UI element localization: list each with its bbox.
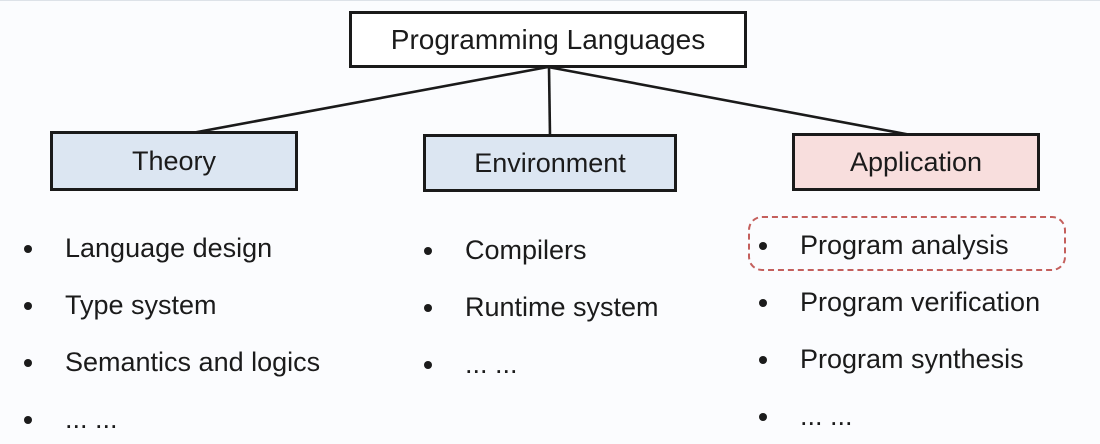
list-item-label: ... ... (65, 404, 118, 434)
environment-node-label: Environment (474, 147, 626, 178)
application-node-label: Application (849, 146, 983, 177)
bullet-icon (424, 246, 432, 255)
list-item-label: Runtime system (465, 292, 659, 322)
bullet-icon (424, 303, 432, 312)
list-item: ... ... (420, 336, 659, 393)
bullet-icon (24, 415, 32, 424)
list-item-highlighted: Program analysis (755, 217, 1040, 274)
list-item: ... ... (755, 388, 1040, 444)
list-item: Type system (20, 277, 320, 334)
root-node-label: Programming Languages (390, 23, 706, 55)
bullet-icon (759, 355, 767, 364)
branch-node-environment: Environment (423, 134, 677, 192)
list-item-label: ... ... (465, 349, 518, 379)
list-item-label: Semantics and logics (65, 347, 321, 377)
application-item-list: Program analysis Program verification Pr… (755, 217, 1040, 444)
list-item: ... ... (20, 391, 320, 444)
bullet-icon (24, 244, 32, 253)
red-dashed-highlight-ring (748, 216, 1066, 271)
theory-node-label: Theory (131, 145, 217, 176)
branch-node-theory: Theory (50, 131, 298, 191)
list-item: Program verification (755, 274, 1040, 331)
list-item-label: Program analysis (800, 230, 1009, 260)
list-item-label: Program synthesis (800, 344, 1024, 374)
list-item-label: Language design (65, 233, 273, 263)
top-edge-line (0, 0, 1100, 1)
bullet-icon (424, 360, 432, 369)
bullet-icon (24, 358, 32, 367)
branch-node-application: Application (792, 133, 1040, 191)
list-item: Compilers (420, 222, 659, 279)
list-item-label: ... ... (800, 401, 853, 431)
list-item-label: Program verification (800, 287, 1041, 317)
root-node-programming-languages: Programming Languages (349, 11, 747, 68)
theory-item-list: Language design Type system Semantics an… (20, 220, 320, 444)
list-item: Language design (20, 220, 320, 277)
list-item-label: Type system (65, 290, 217, 320)
bullet-icon (759, 241, 767, 250)
bullet-icon (759, 298, 767, 307)
environment-item-list: Compilers Runtime system ... ... (420, 222, 659, 393)
list-item: Program synthesis (755, 331, 1040, 388)
list-item: Semantics and logics (20, 334, 320, 391)
list-item: Runtime system (420, 279, 659, 336)
list-item-label: Compilers (465, 235, 587, 265)
bullet-icon (759, 412, 767, 421)
bullet-icon (24, 301, 32, 310)
